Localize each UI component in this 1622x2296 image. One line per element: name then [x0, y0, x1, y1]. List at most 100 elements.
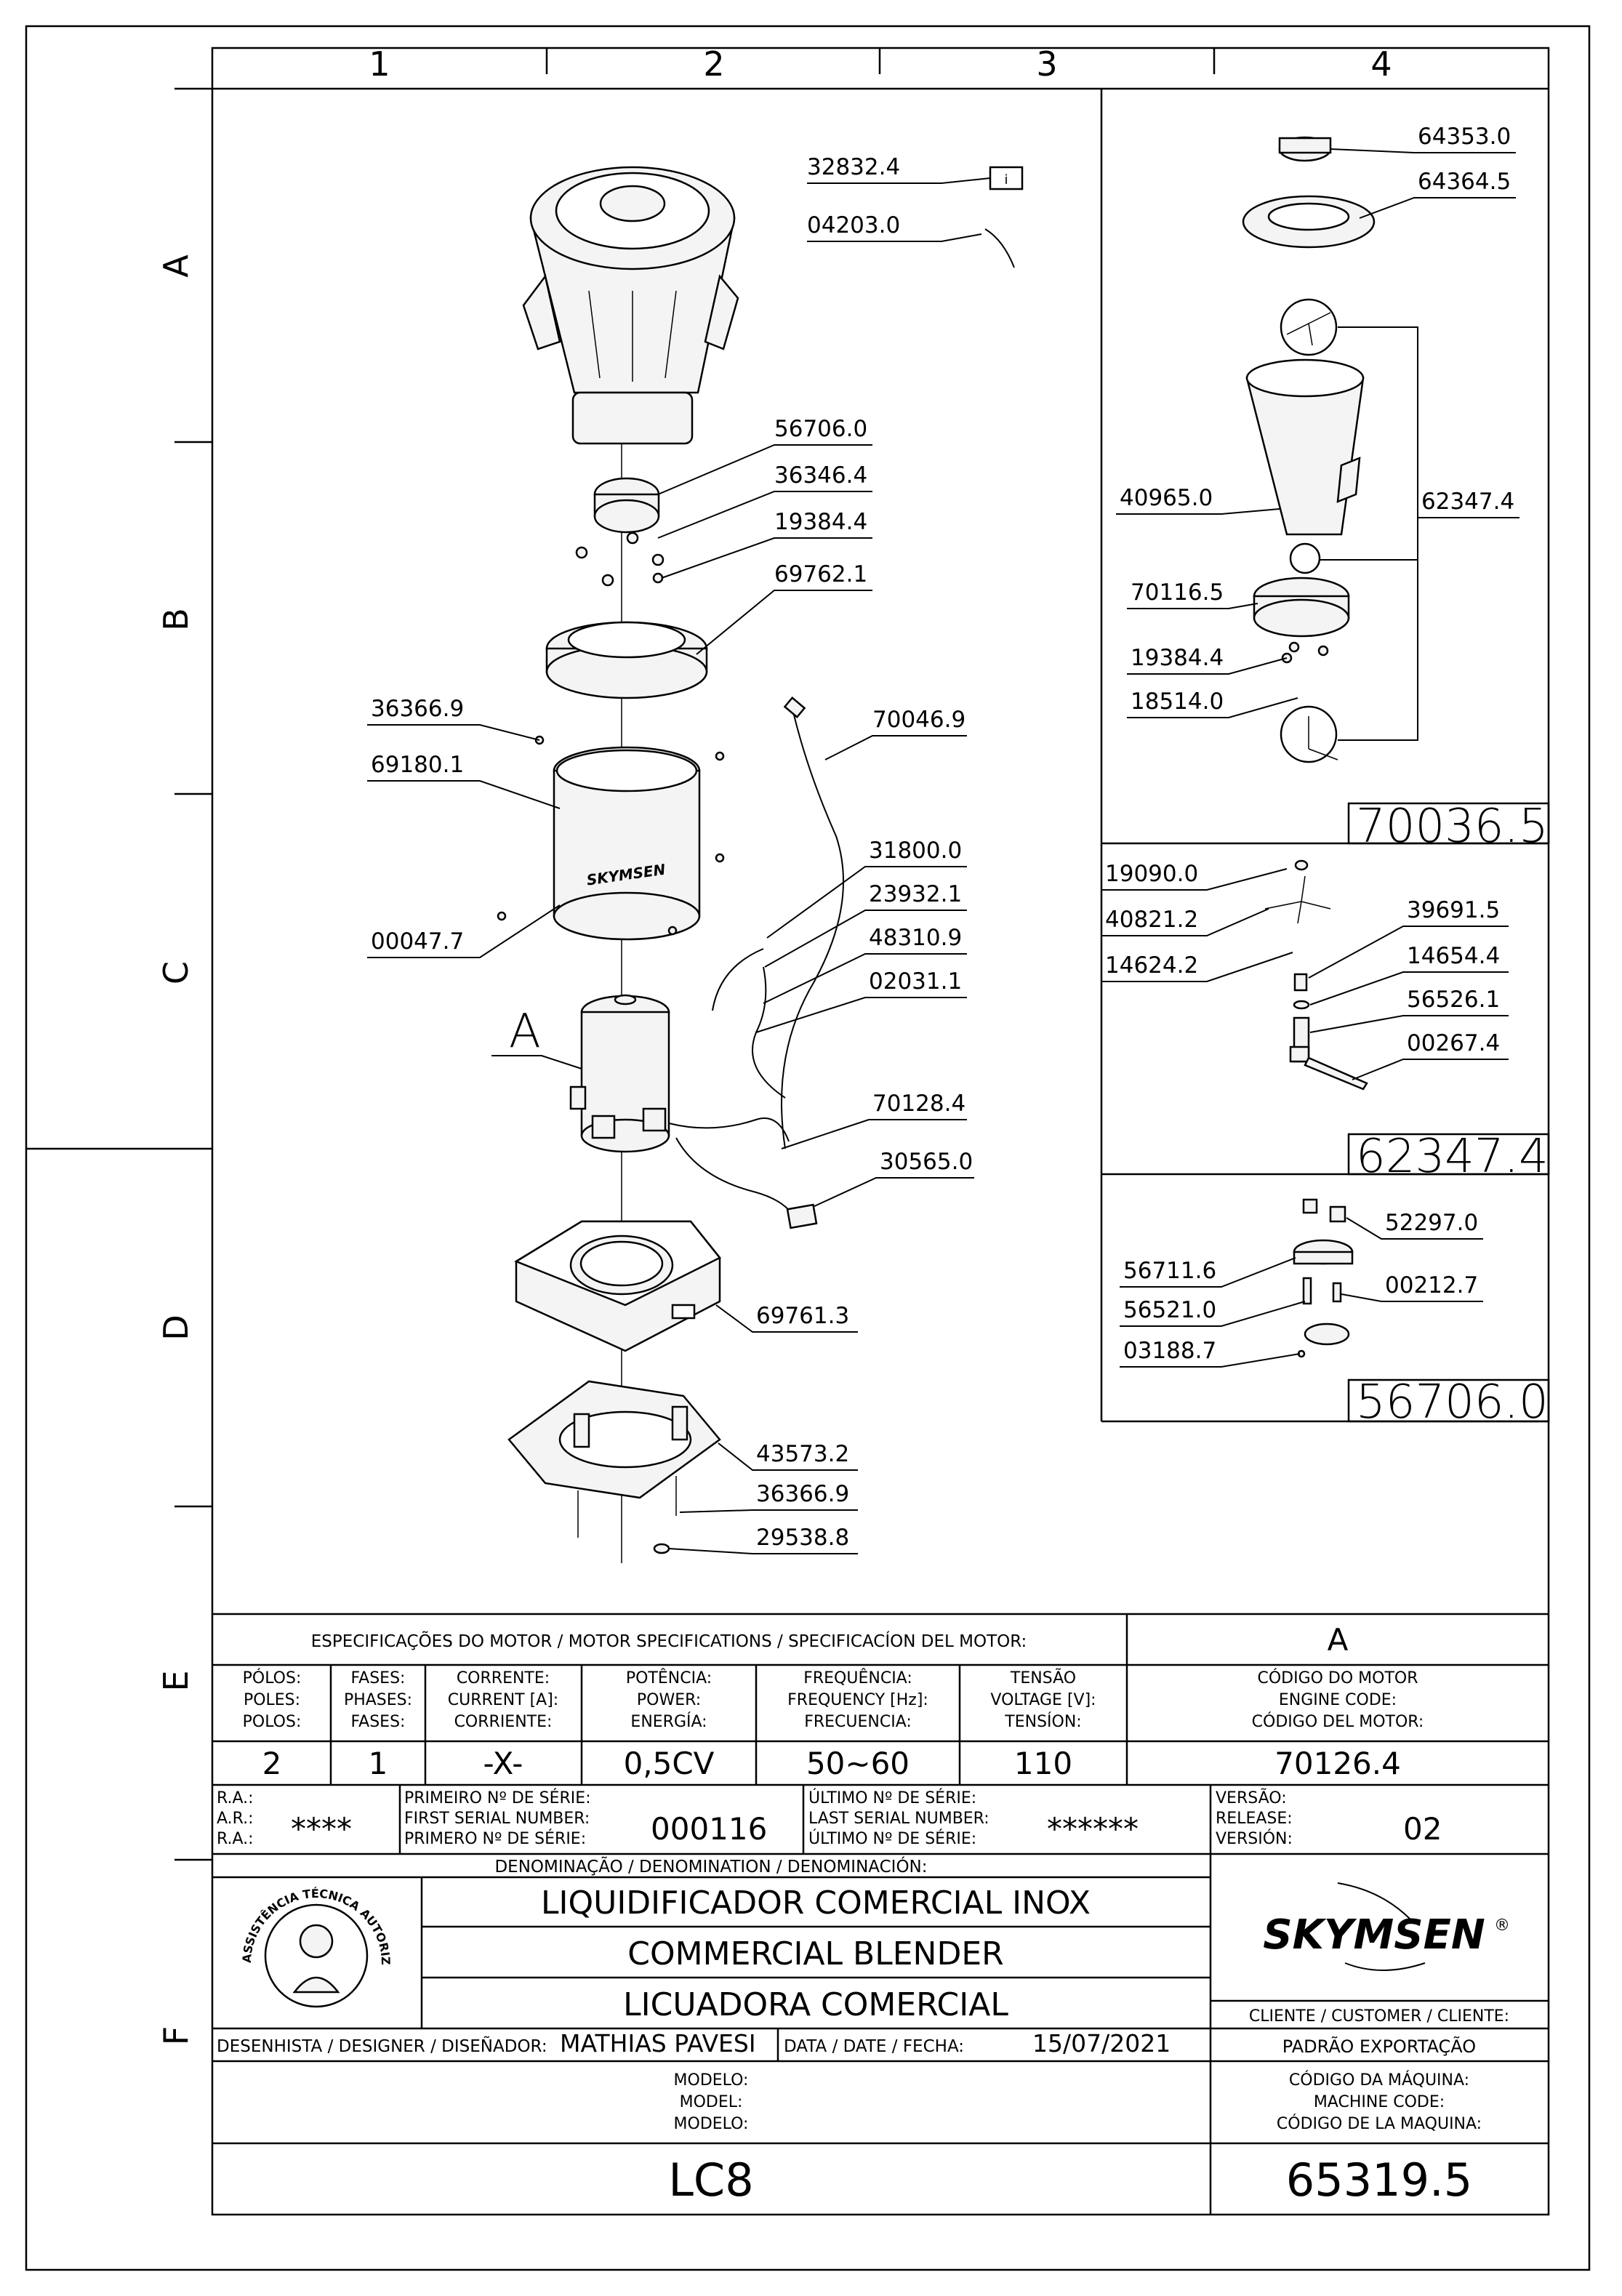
phases-value: 1 [369, 1746, 388, 1781]
code-header-en: ENGINE CODE: [1279, 1691, 1397, 1709]
phases-header-es: FASES: [351, 1713, 406, 1731]
label-00047: 00047.7 [371, 928, 464, 955]
assembly-62347: 62347.4 [1356, 1130, 1549, 1184]
skymsen-logo: SKYMSEN ® [1263, 1882, 1510, 1971]
serial-row: R.A.: A.R.: R.A.: PRIMEIRO Nº DE SÉRIE: … [212, 1785, 1549, 1855]
volt-header-en: VOLTAGE [V]: [990, 1691, 1096, 1709]
spec-ref: A [1328, 1622, 1349, 1658]
flange-illustration [545, 621, 708, 699]
assembly-70036: 70036.5 [1356, 800, 1549, 854]
label-18514: 18514.0 [1131, 689, 1224, 715]
label-40821: 40821.2 [1105, 907, 1198, 933]
label-43573: 43573.2 [756, 1441, 849, 1467]
label-02031: 02031.1 [869, 968, 962, 995]
base-illustration [514, 1220, 721, 1352]
label-19384-detail: 19384.4 [1131, 645, 1224, 671]
svg-text:i: i [1004, 172, 1008, 188]
grid-row-C: C [156, 961, 196, 984]
grid-row-labels: A B C D E F [156, 254, 196, 2046]
product-name-es: LICUADORA COMERCIAL [623, 1986, 1008, 2023]
drawing-frame [25, 25, 1591, 2271]
motor-illustration [569, 994, 670, 1153]
coupling-illustration [575, 477, 665, 587]
detail-blade-panel: 19090.0 40821.2 14624.2 39691.5 14654.4 … [1101, 859, 1550, 1184]
freq-header-es: FRECUENCIA: [804, 1713, 912, 1731]
freq-header-en: FREQUENCY [Hz]: [787, 1691, 928, 1709]
brand-registered-mark: ® [1494, 1916, 1510, 1935]
phases-header-en: PHASES: [344, 1691, 412, 1709]
first-serial-label-es: PRIMERO Nº DE SÉRIE: [404, 1829, 586, 1848]
version-label-en: RELEASE: [1216, 1810, 1293, 1828]
label-69762: 69762.1 [774, 561, 867, 587]
label-19090: 19090.0 [1105, 861, 1198, 887]
grid-row-F: F [156, 2026, 196, 2045]
label-36346: 36346.4 [774, 462, 867, 489]
freq-header-pt: FREQUÊNCIA: [803, 1669, 912, 1687]
volt-value: 110 [1014, 1746, 1072, 1781]
main-exploded-view: i SKYMSEN [367, 154, 1024, 1563]
label-56526: 56526.1 [1407, 987, 1500, 1013]
motor-spec-table: ESPECIFICAÇÕES DO MOTOR / MOTOR SPECIFIC… [212, 1613, 1549, 1786]
poles-header-es: POLOS: [243, 1713, 302, 1731]
label-69761: 69761.3 [756, 1303, 849, 1329]
label-56706: 56706.0 [774, 416, 867, 442]
housing-illustration: SKYMSEN [497, 735, 725, 941]
label-48310: 48310.9 [869, 925, 962, 951]
ra-value: **** [291, 1811, 352, 1847]
grid-row-A: A [156, 254, 196, 278]
last-serial-label-es: ÚLTIMO Nº DE SÉRIE: [808, 1829, 976, 1848]
label-29538: 29538.8 [756, 1525, 849, 1551]
label-36366-lower: 36366.9 [756, 1481, 849, 1507]
current-header-en: CURRENT [A]: [448, 1691, 558, 1709]
current-header-es: CORRIENTE: [454, 1713, 553, 1731]
label-64364: 64364.5 [1418, 169, 1511, 195]
last-serial-value: ****** [1047, 1811, 1139, 1847]
version-label-es: VERSIÓN: [1216, 1829, 1293, 1848]
label-56711: 56711.6 [1123, 1258, 1216, 1284]
date-heading: DATA / DATE / FECHA: [784, 2037, 964, 2056]
authorized-service-seal: ASSISTÊNCIA TÉCNICA AUTORIZADA [0, 0, 393, 2008]
label-52297: 52297.0 [1385, 1210, 1478, 1236]
client-value: PADRÃO EXPORTAÇÃO [1282, 2035, 1476, 2057]
model-value: LC8 [668, 2153, 753, 2207]
model-heading-es: MODELO: [674, 2115, 749, 2133]
label-69180: 69180.1 [371, 752, 464, 778]
designer-value: MATHIAS PAVESI [560, 2029, 756, 2058]
code-header-es: CÓDIGO DEL MOTOR: [1252, 1712, 1424, 1731]
main-part-labels: 32832.4 04203.0 56706.0 36346.4 19384.4 … [367, 154, 991, 1554]
label-40965: 40965.0 [1120, 485, 1213, 511]
accessory-icons: i [984, 166, 1024, 268]
phases-header-pt: FASES: [351, 1669, 406, 1687]
wiring-illustration [668, 697, 844, 1229]
assembly-56706: 56706.0 [1356, 1376, 1549, 1429]
model-heading-pt: MODELO: [674, 2071, 749, 2090]
grid-row-D: D [156, 1314, 196, 1340]
label-03188: 03188.7 [1123, 1338, 1216, 1364]
detail-coupling-panel: 52297.0 56711.6 00212.7 56521.0 03188.7 … [1101, 1198, 1550, 1429]
grid-row-E: E [156, 1670, 196, 1691]
power-header-es: ENERGÍA: [630, 1712, 707, 1731]
last-serial-label-en: LAST SERIAL NUMBER: [808, 1810, 989, 1828]
bottom-plate-illustration [507, 1380, 721, 1554]
first-serial-label-en: FIRST SERIAL NUMBER: [404, 1810, 590, 1828]
machine-code-value: 65319.5 [1286, 2153, 1472, 2207]
label-31800: 31800.0 [869, 838, 962, 864]
detail-cup-panel: 64353.0 64364.5 40965.0 62347.4 70116.5 … [1100, 89, 1550, 1421]
grid-col-1: 1 [369, 44, 390, 84]
brand-logo-text: SKYMSEN [1263, 1911, 1485, 1959]
label-56521: 56521.0 [1123, 1297, 1216, 1323]
grid-col-3: 3 [1036, 44, 1057, 84]
volt-header-pt: TENSÃO [1010, 1668, 1076, 1687]
label-04203: 04203.0 [807, 212, 900, 238]
label-30565: 30565.0 [880, 1149, 973, 1175]
current-value: -X- [483, 1746, 523, 1781]
machine-code-heading-en: MACHINE CODE: [1314, 2093, 1445, 2111]
label-14624: 14624.2 [1105, 952, 1198, 979]
grid-col-2: 2 [703, 44, 724, 84]
grid-column-labels: 1 2 3 4 [369, 44, 1392, 84]
designer-heading: DESENHISTA / DESIGNER / DISEÑADOR: [217, 2036, 547, 2056]
volt-header-es: TENSÍON: [1004, 1712, 1081, 1731]
power-header-pt: POTÊNCIA: [626, 1669, 712, 1687]
current-header-pt: CORRENTE: [457, 1669, 550, 1687]
